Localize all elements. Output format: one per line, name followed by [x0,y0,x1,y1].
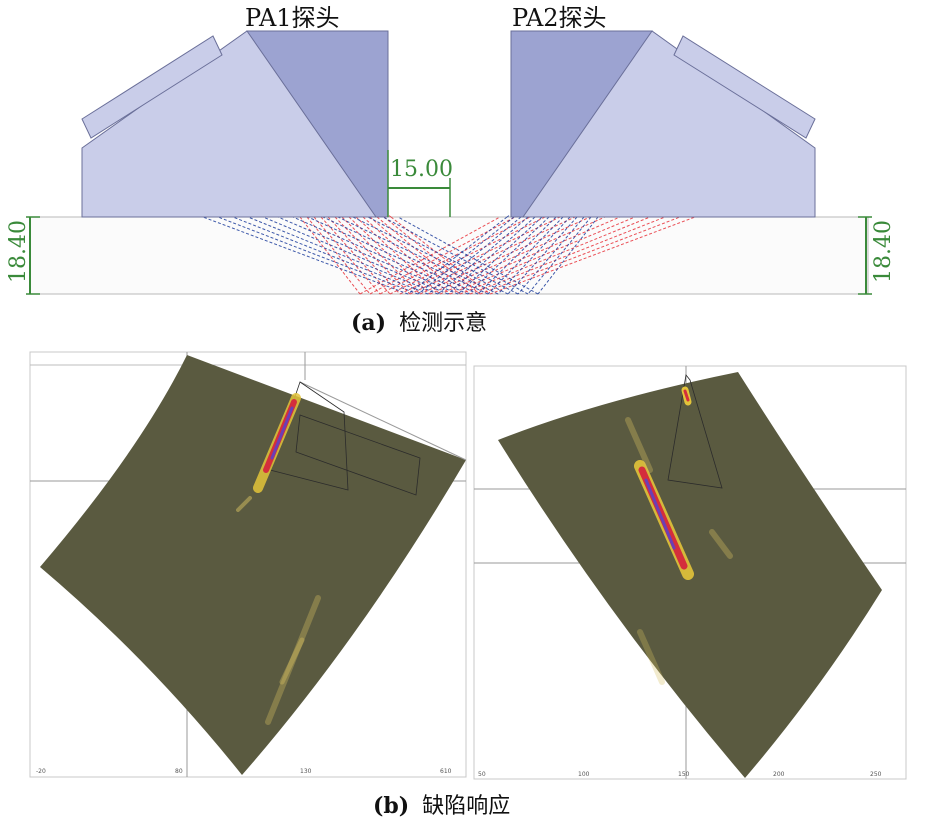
thickness-left-value: 18.40 [6,220,31,283]
pa2-beam-ray [477,216,557,295]
pa2-beam-ray [337,216,499,295]
pa2-beam-ray [517,216,585,295]
pa2-beam-ray [397,216,539,295]
gap-dimension: 15.00 [387,150,453,217]
pa2-beam-ray [277,216,459,295]
pa2-transducer [673,35,816,139]
pa2-beam-ray [507,216,578,295]
thickness-dimension-left: 18.40 [6,216,40,295]
pa2-beam-ray [487,216,564,295]
pa2-beam-ray [202,216,409,295]
scan-left-indication [236,393,321,725]
probe-pa1 [81,30,389,218]
pa1-beam-ray [362,216,451,295]
pa2-wedge-dark [510,30,653,218]
pa2-beam-ray [537,216,599,295]
pa2-beam-ray [467,216,550,295]
pa1-beam-ray [429,216,606,295]
caption-b-text: 缺陷响应 [422,794,510,819]
svg-text:200: 200 [773,771,785,778]
pa1-beam-ray [299,216,361,295]
pa1-beam-ray [489,216,696,295]
scan-right-indication [625,386,733,685]
pa1-beam-ray [348,216,431,295]
svg-text:130: 130 [300,768,312,775]
pa2-beam-ray [407,216,508,295]
pa1-beam-ray [334,216,411,295]
pa2-beam-ray [217,216,419,295]
pa2-beam-ray [292,216,469,295]
caption-a-text: 检测示意 [399,311,487,336]
pa1-beam-ray [419,216,591,295]
thickness-right-value: 18.40 [871,220,896,283]
pa1-beam-ray [459,216,651,295]
test-plate [29,216,869,295]
pa1-beam-ray [399,216,561,295]
pa2-beam-ray [457,216,543,295]
pa2-beam-ray [382,216,529,295]
pa1-beam-ray [479,216,681,295]
pa2-beam-ray [367,216,519,295]
pa1-beam-ray [313,216,381,295]
pa2-beam-ray [307,216,479,295]
pa1-transducer [81,35,223,139]
pa1-label: PA1探头 [245,4,340,32]
caption-a-label: (a) [351,310,386,336]
scan-panel-right: 50 100 150 200 250 [473,365,907,780]
flaw-response-scans: -20 80 130 610 50 [29,351,907,819]
svg-text:50: 50 [478,771,486,778]
thickness-dimension-right: 18.40 [858,216,896,295]
svg-text:610: 610 [440,768,452,775]
pa1-beam-ray [306,216,371,295]
pa2-label: PA2探头 [512,4,607,32]
pa1-beam-ray [327,216,401,295]
scan-left-sector [40,355,466,775]
svg-text:80: 80 [175,768,183,775]
svg-text:100: 100 [578,771,590,778]
pa2-beam-ray [352,216,509,295]
pa2-beam-ray [322,216,489,295]
pa1-beam-ray [409,216,576,295]
probe-pa2 [510,30,816,218]
svg-text:250: 250 [870,771,882,778]
pa2-beam-ray [427,216,522,295]
pa1-beam-ray [383,216,481,295]
scan-panel-left: -20 80 130 610 [29,351,467,778]
pa2-beam-ray [262,216,449,295]
pa2-beam-ray [417,216,515,295]
pa1-beam-ray [439,216,621,295]
pa2-beam-ray [527,216,592,295]
inspection-schematic: PA1探头 PA2探头 15.00 18.40 18.40 (a) 检测示意 [6,4,896,336]
svg-text:-20: -20 [36,768,46,775]
caption-b: (b) 缺陷响应 [373,793,510,819]
pa2-beam-ray [447,216,536,295]
pa2-beam-ray [497,216,571,295]
pa1-beam-ray [355,216,441,295]
caption-b-label: (b) [373,793,409,819]
gap-dimension-value: 15.00 [390,157,453,182]
pa2-beam-ray [247,216,439,295]
svg-text:150: 150 [678,771,690,778]
pa1-beam-ray [341,216,421,295]
caption-a: (a) 检测示意 [351,310,487,336]
